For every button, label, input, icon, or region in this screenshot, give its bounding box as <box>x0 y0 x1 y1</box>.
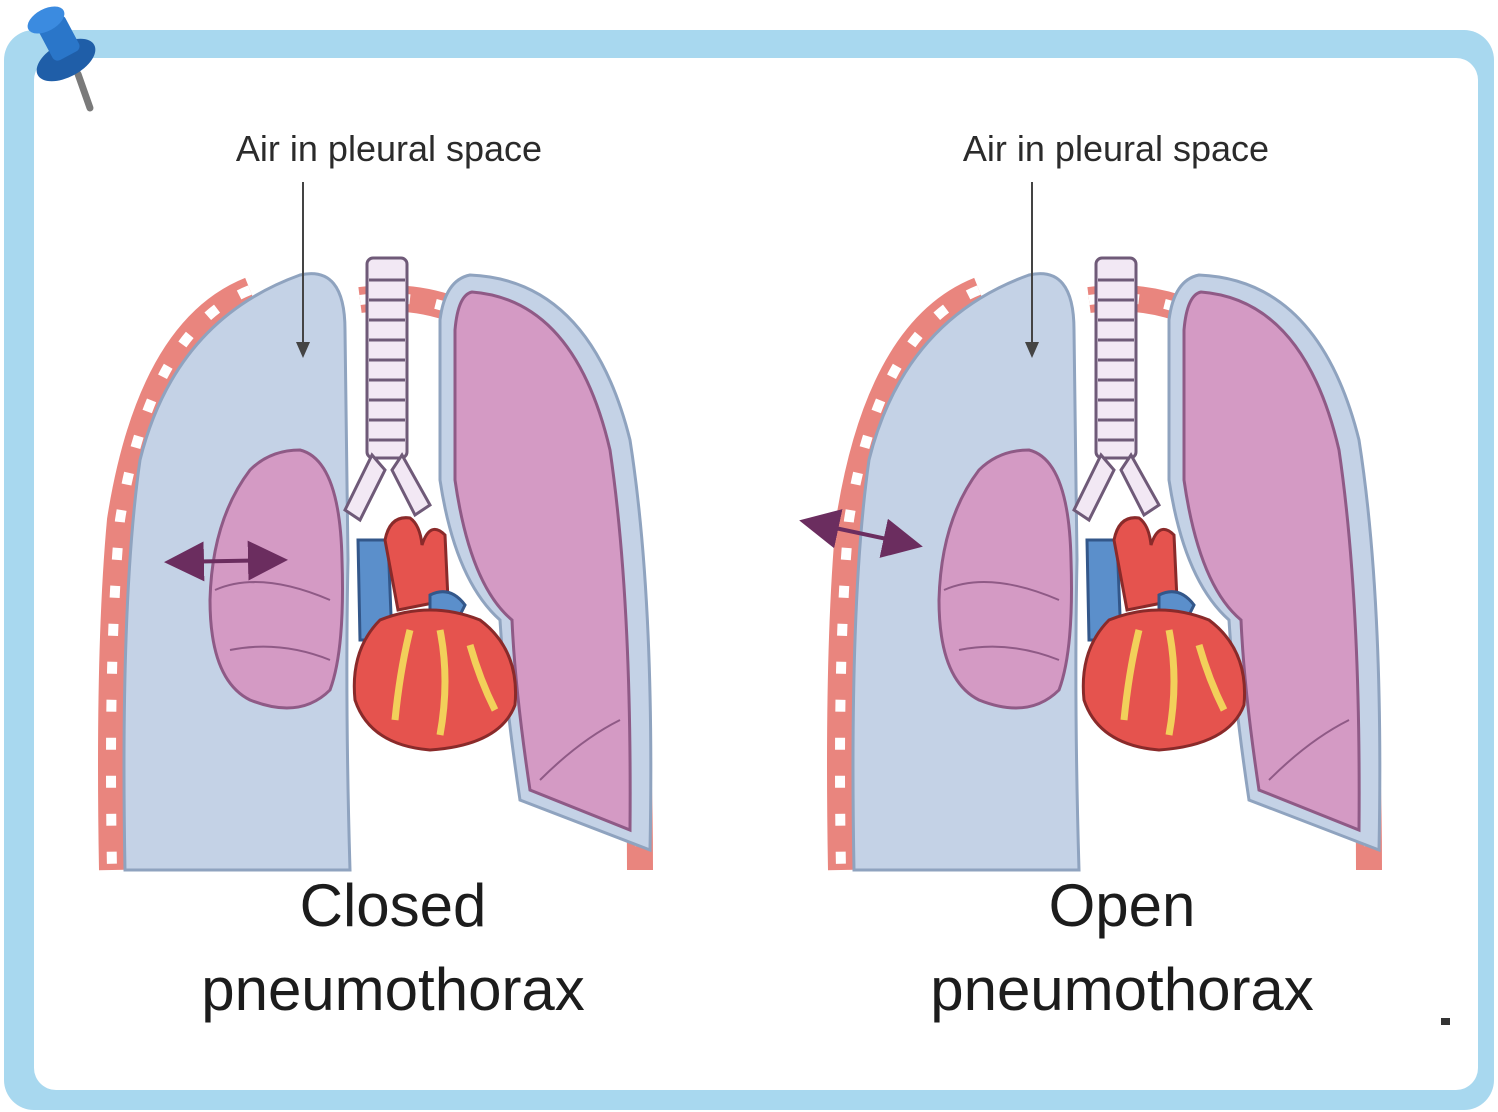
open-air-label: Air in pleural space <box>866 128 1366 170</box>
open-caption-line1: Open <box>862 864 1382 948</box>
open-pneumothorax-caption: Open pneumothorax <box>862 864 1382 1032</box>
open-caption-line2: pneumothorax <box>862 948 1382 1032</box>
pushpin-icon <box>22 2 112 114</box>
closed-pneumothorax-caption: Closed pneumothorax <box>133 864 653 1032</box>
pressure-arrow <box>172 560 280 562</box>
closed-caption-line1: Closed <box>133 864 653 948</box>
closed-pneumothorax-illustration <box>111 182 651 870</box>
decorative-dot <box>1441 1018 1450 1025</box>
open-pneumothorax-illustration <box>807 182 1380 870</box>
closed-air-label: Air in pleural space <box>139 128 639 170</box>
closed-caption-line2: pneumothorax <box>133 948 653 1032</box>
